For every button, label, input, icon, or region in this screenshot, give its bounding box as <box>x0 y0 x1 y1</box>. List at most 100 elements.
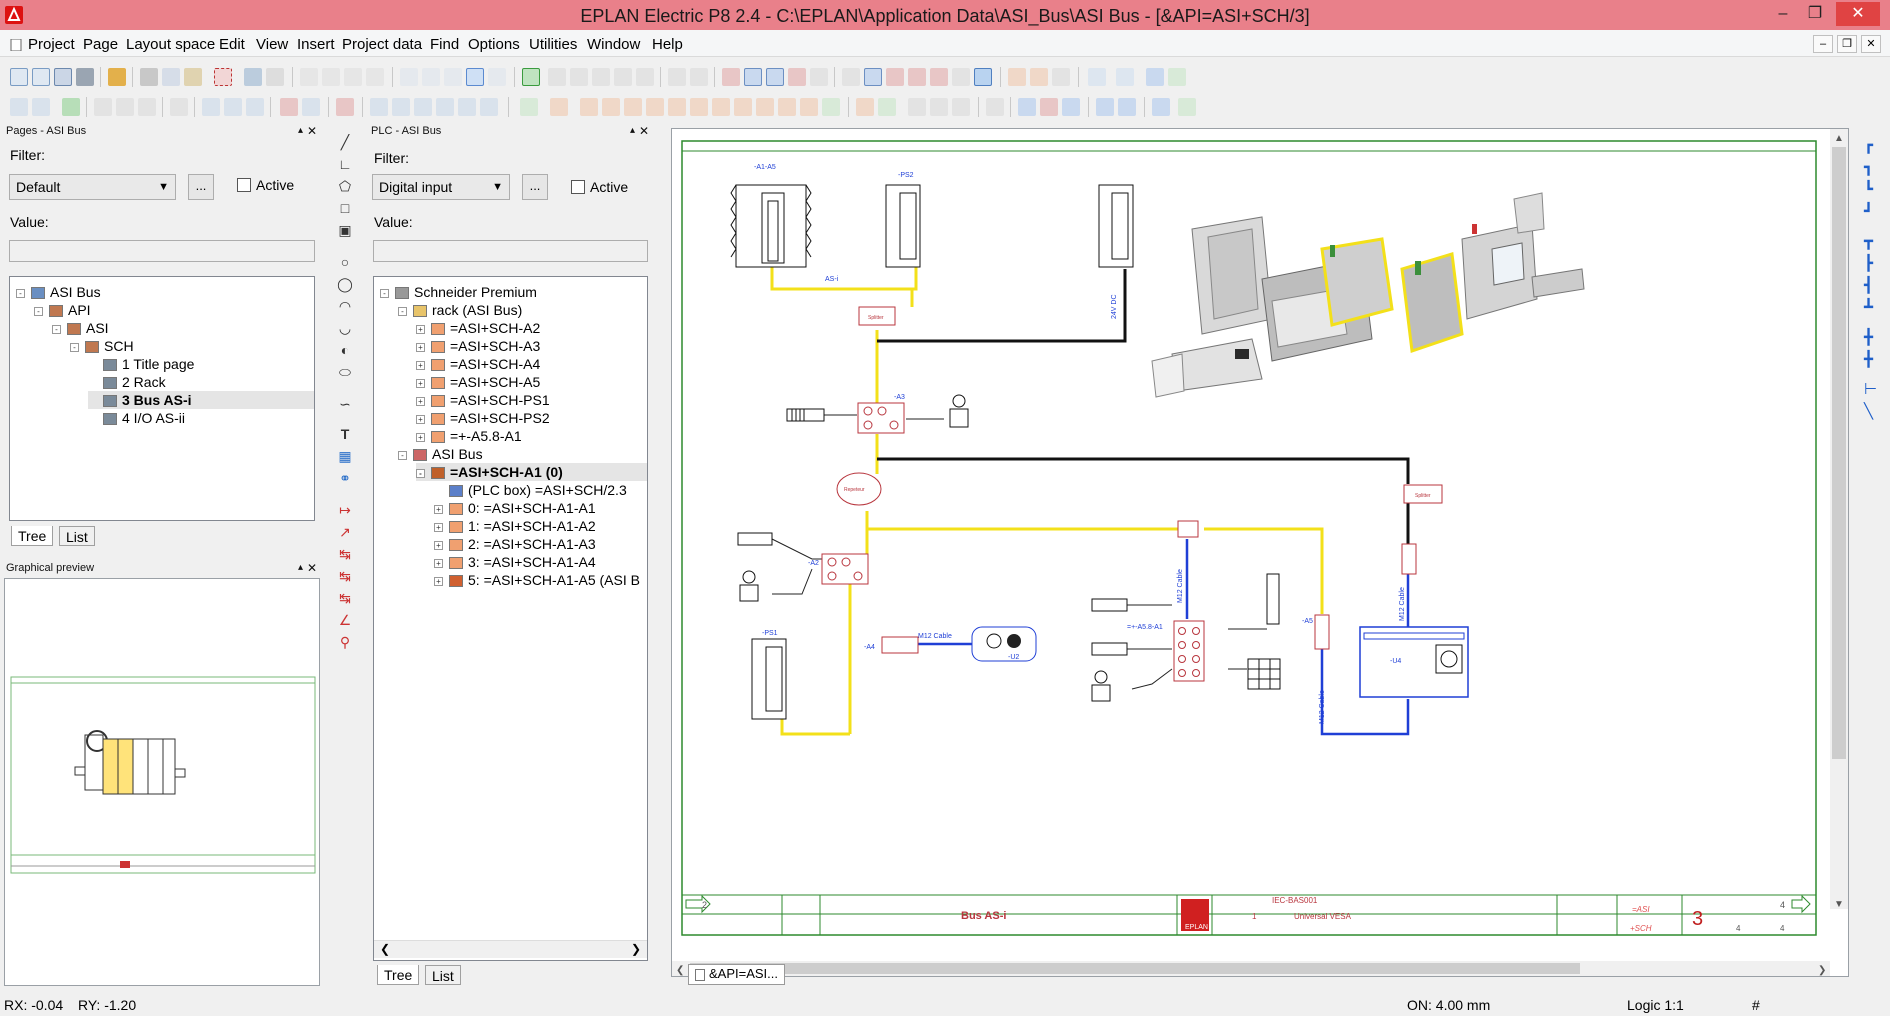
mdi-close-icon[interactable]: ✕ <box>1861 35 1881 53</box>
dimension-f-icon[interactable]: ∠ <box>334 612 356 632</box>
menu-page[interactable]: Page <box>83 36 118 53</box>
collapse-icon[interactable]: - <box>416 469 425 478</box>
zoom-in-icon[interactable] <box>592 68 610 86</box>
open-project-icon[interactable] <box>32 68 50 86</box>
symbol-m-icon[interactable] <box>822 98 840 116</box>
scroll-right-icon[interactable]: ❯ <box>631 942 641 956</box>
pointer-b-icon[interactable] <box>1118 98 1136 116</box>
terminal-icon[interactable] <box>986 98 1004 116</box>
expand-icon[interactable]: + <box>416 361 425 370</box>
plc-tab-tree[interactable]: Tree <box>377 965 419 985</box>
snap-line-icon[interactable] <box>952 68 970 86</box>
scroll-left-icon[interactable]: ❮ <box>380 942 390 956</box>
grid-f-icon[interactable] <box>842 68 860 86</box>
plc-tree-hscrollbar[interactable]: ❮ ❯ <box>374 940 647 958</box>
symbol-j-icon[interactable] <box>756 98 774 116</box>
wire-b-icon[interactable] <box>878 98 896 116</box>
symbol-c-icon[interactable] <box>602 98 620 116</box>
pages-tab-list[interactable]: List <box>59 526 95 546</box>
grid-a-icon[interactable] <box>722 68 740 86</box>
delete-icon[interactable] <box>214 68 232 86</box>
wire-a-icon[interactable] <box>856 98 874 116</box>
paste-icon[interactable] <box>184 68 202 86</box>
symbol-g-icon[interactable] <box>690 98 708 116</box>
pages-tree-item[interactable]: 2 Rack <box>88 373 166 391</box>
dimension-d-icon[interactable]: ↹ <box>334 568 356 588</box>
pages-tree-item[interactable]: -ASI <box>52 319 109 337</box>
expand-icon[interactable]: + <box>434 577 443 586</box>
pages-tree-item[interactable]: 3 Bus AS-i <box>88 391 314 409</box>
plc-tree-item[interactable]: +=+-A5.8-A1 <box>416 427 522 445</box>
pages-tab-tree[interactable]: Tree <box>11 526 53 546</box>
expand-icon[interactable]: + <box>416 325 425 334</box>
arc-b-tool-icon[interactable]: ◡ <box>334 320 356 340</box>
format-paint-icon[interactable] <box>244 68 262 86</box>
mdi-minimize-icon[interactable]: – <box>1813 35 1833 53</box>
redo-list-icon[interactable] <box>366 68 384 86</box>
pointer-c-icon[interactable] <box>1152 98 1170 116</box>
snap-point-icon[interactable] <box>930 68 948 86</box>
menu-window[interactable]: Window <box>587 36 640 53</box>
symbol-f-icon[interactable] <box>668 98 686 116</box>
collapse-icon[interactable]: - <box>16 289 25 298</box>
menu-find[interactable]: Find <box>430 36 459 53</box>
hatch-b-icon[interactable] <box>930 98 948 116</box>
pages-tree-item[interactable]: 4 I/O AS-ii <box>88 409 185 427</box>
panel-close-icon[interactable]: ✕ <box>639 122 649 140</box>
pages-value-field[interactable] <box>9 240 315 262</box>
tee-b-icon[interactable]: ┣ <box>1864 254 1882 272</box>
circle-b-tool-icon[interactable]: ◯ <box>334 276 356 296</box>
mdi-restore-icon[interactable]: ❐ <box>1837 35 1857 53</box>
corner-bl-icon[interactable]: ┗ <box>1864 180 1882 198</box>
panel-pin-icon[interactable]: ▴ <box>298 559 303 577</box>
flag-a-icon[interactable] <box>202 98 220 116</box>
hyperlink-tool-icon[interactable]: ⚭ <box>334 470 356 490</box>
dimension-b-icon[interactable]: ↗ <box>334 524 356 544</box>
hatch-icon[interactable] <box>908 98 926 116</box>
plc-tree-item[interactable]: +3: =ASI+SCH-A1-A4 <box>434 553 596 571</box>
collapse-icon[interactable]: - <box>398 307 407 316</box>
copy-icon[interactable] <box>162 68 180 86</box>
drawing-document-tab[interactable]: &API=ASI... <box>688 964 785 985</box>
cut-icon[interactable] <box>140 68 158 86</box>
magnet-icon[interactable] <box>886 68 904 86</box>
print-icon[interactable] <box>76 68 94 86</box>
menu-edit[interactable]: Edit <box>219 36 245 53</box>
polygon-tool-icon[interactable]: ⬠ <box>334 178 356 198</box>
dimension-g-icon[interactable]: ⚲ <box>334 634 356 654</box>
save-icon[interactable] <box>54 68 72 86</box>
table-edit-icon[interactable] <box>32 98 50 116</box>
corner-br-icon[interactable]: ┛ <box>1864 202 1882 220</box>
symbol-a-icon[interactable] <box>550 98 568 116</box>
cross-b-icon[interactable]: ╋ <box>1864 350 1882 368</box>
flag-b-icon[interactable] <box>224 98 242 116</box>
menu-view[interactable]: View <box>256 36 288 53</box>
close-icon[interactable]: ✕ <box>1836 2 1880 26</box>
input-box-icon[interactable] <box>974 68 992 86</box>
connect-c-icon[interactable] <box>1062 98 1080 116</box>
cursor-cross-icon[interactable] <box>336 98 354 116</box>
pages-filter-combo[interactable]: Default▼ <box>9 174 176 200</box>
grid-d-icon[interactable] <box>788 68 806 86</box>
pages-active-checkbox[interactable] <box>237 178 251 192</box>
connect-a-icon[interactable] <box>1018 98 1036 116</box>
symbol-i-icon[interactable] <box>734 98 752 116</box>
dimension-e-icon[interactable]: ↹ <box>334 590 356 610</box>
grid-c-icon[interactable] <box>766 68 784 86</box>
image-tool-icon[interactable]: ▦ <box>334 448 356 468</box>
plc-tree-item[interactable]: -rack (ASI Bus) <box>398 301 522 319</box>
number-icon[interactable] <box>94 98 112 116</box>
new-project-icon[interactable] <box>10 68 28 86</box>
hatch-c-icon[interactable] <box>952 98 970 116</box>
page-prev-icon[interactable] <box>400 68 418 86</box>
menu-options[interactable]: Options <box>468 36 520 53</box>
undo-icon[interactable] <box>300 68 318 86</box>
flag-c-icon[interactable] <box>246 98 264 116</box>
menu-layout-space[interactable]: Layout space <box>126 36 215 53</box>
doc-d-icon[interactable] <box>436 98 454 116</box>
number-b-icon[interactable] <box>116 98 134 116</box>
pages-filter-more-button[interactable]: ... <box>188 174 214 200</box>
arc-tool-icon[interactable]: ◠ <box>334 298 356 318</box>
text-tool-icon[interactable]: T <box>334 426 356 446</box>
number-c-icon[interactable] <box>138 98 156 116</box>
